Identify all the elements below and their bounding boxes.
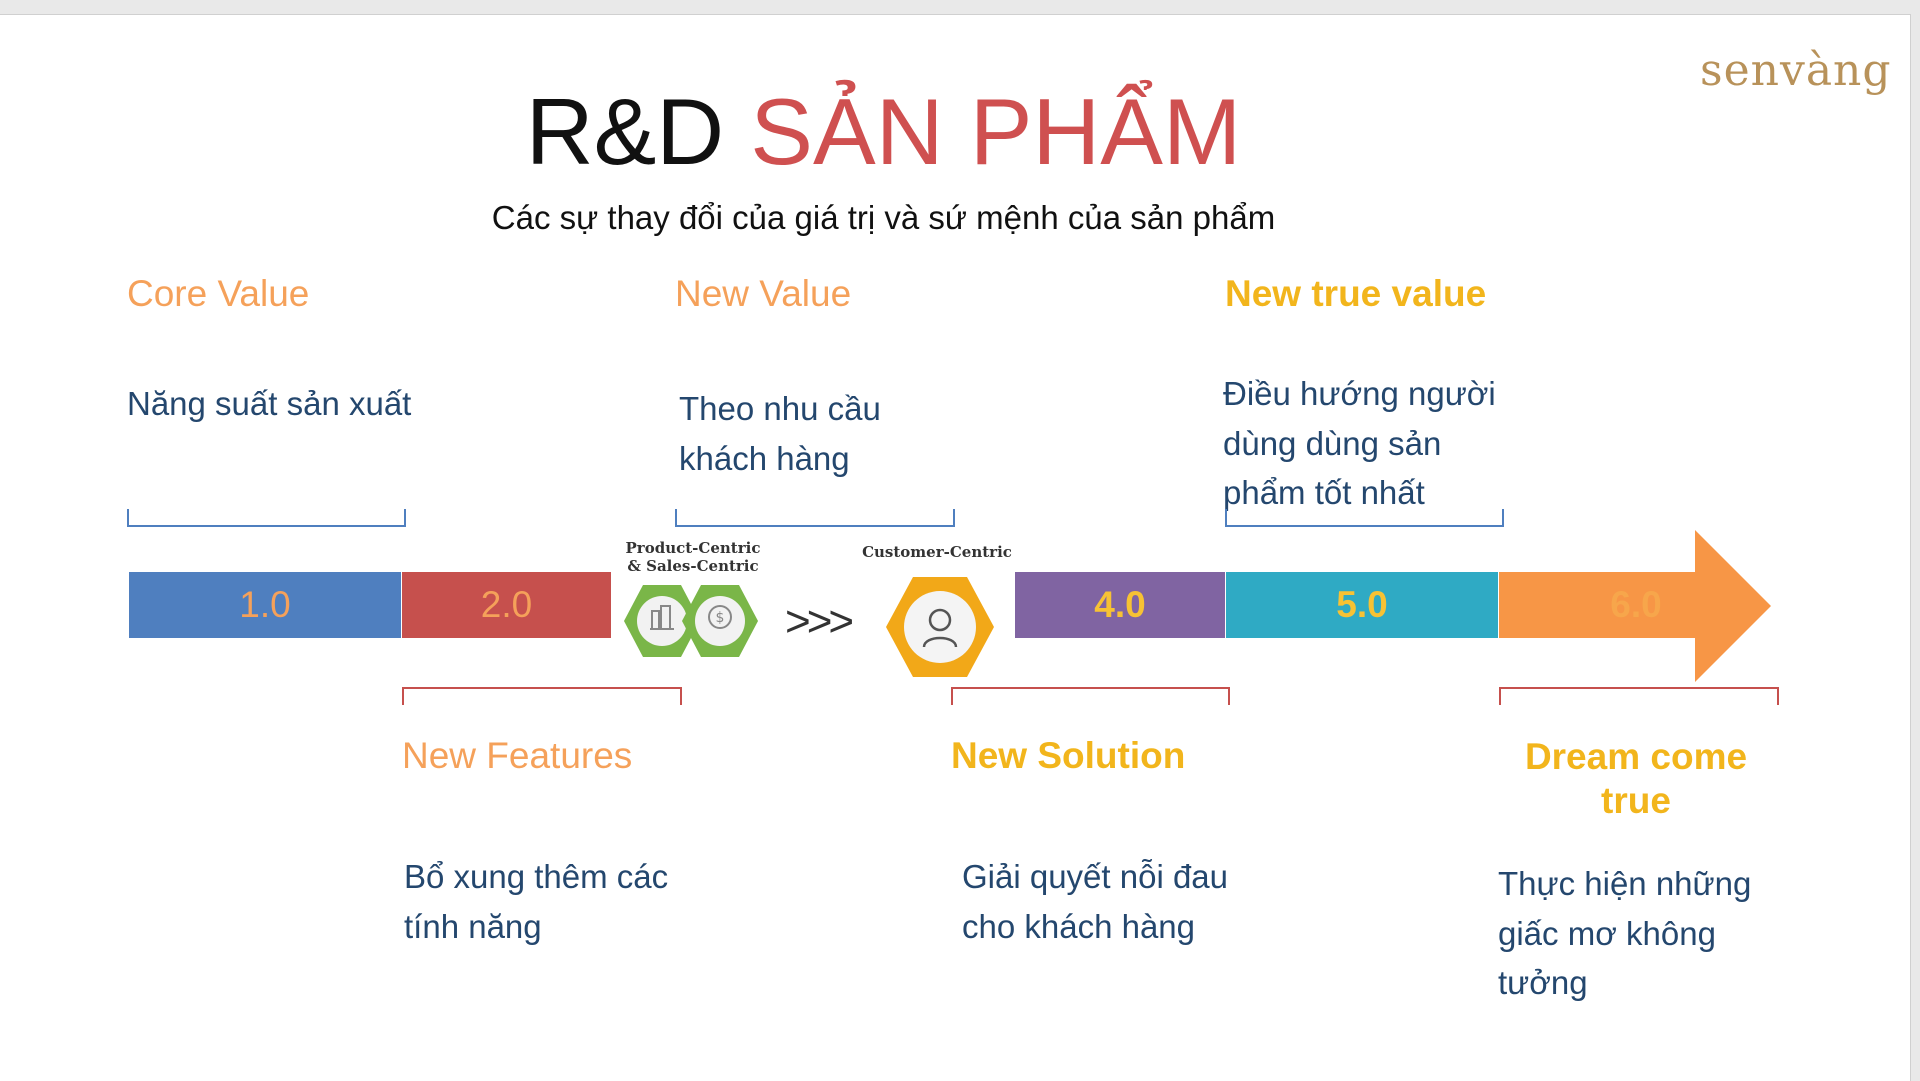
label-line: Product-Centric bbox=[625, 539, 761, 557]
desc-line: Theo nhu cầu bbox=[679, 390, 881, 427]
desc-line: dùng dùng sản bbox=[1223, 424, 1442, 462]
desc-line: Điều hướng người bbox=[1223, 375, 1496, 412]
stage-heading-core-value: Core Value bbox=[127, 273, 310, 314]
stage-heading-new-solution: New Solution bbox=[951, 735, 1186, 776]
desc-line: khách hàng bbox=[679, 439, 850, 477]
chevrons: >>> bbox=[785, 597, 854, 646]
bracket-dream-come-true bbox=[1499, 687, 1779, 705]
slide: senvàng R&D SẢN PHẨM Các sự thay đổi của… bbox=[0, 14, 1911, 1081]
stage-heading-new-true-value: New true value bbox=[1225, 273, 1487, 314]
bracket-new-solution bbox=[951, 687, 1230, 705]
senvang-logo: senvàng bbox=[1700, 45, 1892, 96]
segment-2-0: 2.0 bbox=[402, 572, 611, 638]
desc-line: giấc mơ không bbox=[1498, 914, 1716, 952]
segment-5-0: 5.0 bbox=[1226, 572, 1498, 638]
bracket-new-value bbox=[675, 509, 955, 527]
stage-desc-new-true-value: Điều hướng người dùng dùng sản phẩm tốt … bbox=[1223, 369, 1496, 518]
desc-line: phẩm tốt nhất bbox=[1223, 474, 1425, 511]
page-subtitle: Các sự thay đổi của giá trị và sứ mệnh c… bbox=[491, 199, 1276, 236]
product-centric-hexagons bbox=[624, 585, 758, 657]
segment-6-0-label: 6.0 bbox=[1610, 584, 1662, 625]
stage-heading-dream-come-true: Dream come true bbox=[1500, 735, 1772, 824]
building-icon bbox=[650, 605, 674, 630]
stage-desc-new-features: Bổ xung thêm các tính năng bbox=[404, 852, 668, 951]
arrow-6-0 bbox=[1499, 530, 1771, 682]
svg-text:$: $ bbox=[716, 610, 725, 626]
customer-centric-label: Customer-Centric bbox=[862, 543, 1012, 561]
heading-line: Dream come bbox=[1524, 736, 1748, 777]
stage-desc-new-value: Theo nhu cầu khách hàng bbox=[679, 384, 881, 483]
desc-line: Năng suất sản xuất bbox=[127, 385, 412, 422]
stage-desc-new-solution: Giải quyết nỗi đau cho khách hàng bbox=[962, 852, 1228, 951]
desc-line: Giải quyết nỗi đau bbox=[962, 858, 1229, 895]
label-line: & Sales-Centric bbox=[627, 557, 759, 575]
segment-4-0: 4.0 bbox=[1015, 572, 1225, 638]
bracket-new-features bbox=[402, 687, 682, 705]
dollar-coin-icon: $ bbox=[708, 605, 732, 629]
person-icon bbox=[922, 608, 958, 648]
bracket-core-value bbox=[127, 509, 406, 527]
stage-desc-dream-come-true: Thực hiện những giấc mơ không tưởng bbox=[1498, 859, 1751, 1008]
stage-heading-new-value: New Value bbox=[675, 273, 852, 314]
title-part-1: R&D bbox=[525, 79, 725, 184]
stage-desc-core-value: Năng suất sản xuất bbox=[127, 379, 411, 429]
title-part-2: SẢN PHẨM bbox=[750, 79, 1242, 184]
bracket-new-true-value bbox=[1225, 509, 1504, 527]
stage-heading-new-features: New Features bbox=[402, 735, 633, 776]
page-title: R&D SẢN PHẨM bbox=[0, 85, 1767, 179]
segment-1-0: 1.0 bbox=[129, 572, 401, 638]
desc-line: cho khách hàng bbox=[962, 907, 1196, 945]
desc-line: tính năng bbox=[404, 907, 542, 945]
heading-line: true bbox=[1601, 780, 1671, 822]
desc-line: Bổ xung thêm các bbox=[404, 858, 669, 895]
desc-line: tưởng bbox=[1498, 964, 1588, 1001]
product-centric-label: Product-Centric & Sales-Centric bbox=[613, 539, 773, 575]
desc-line: Thực hiện những bbox=[1498, 865, 1752, 902]
customer-centric-hexagon bbox=[886, 577, 994, 677]
